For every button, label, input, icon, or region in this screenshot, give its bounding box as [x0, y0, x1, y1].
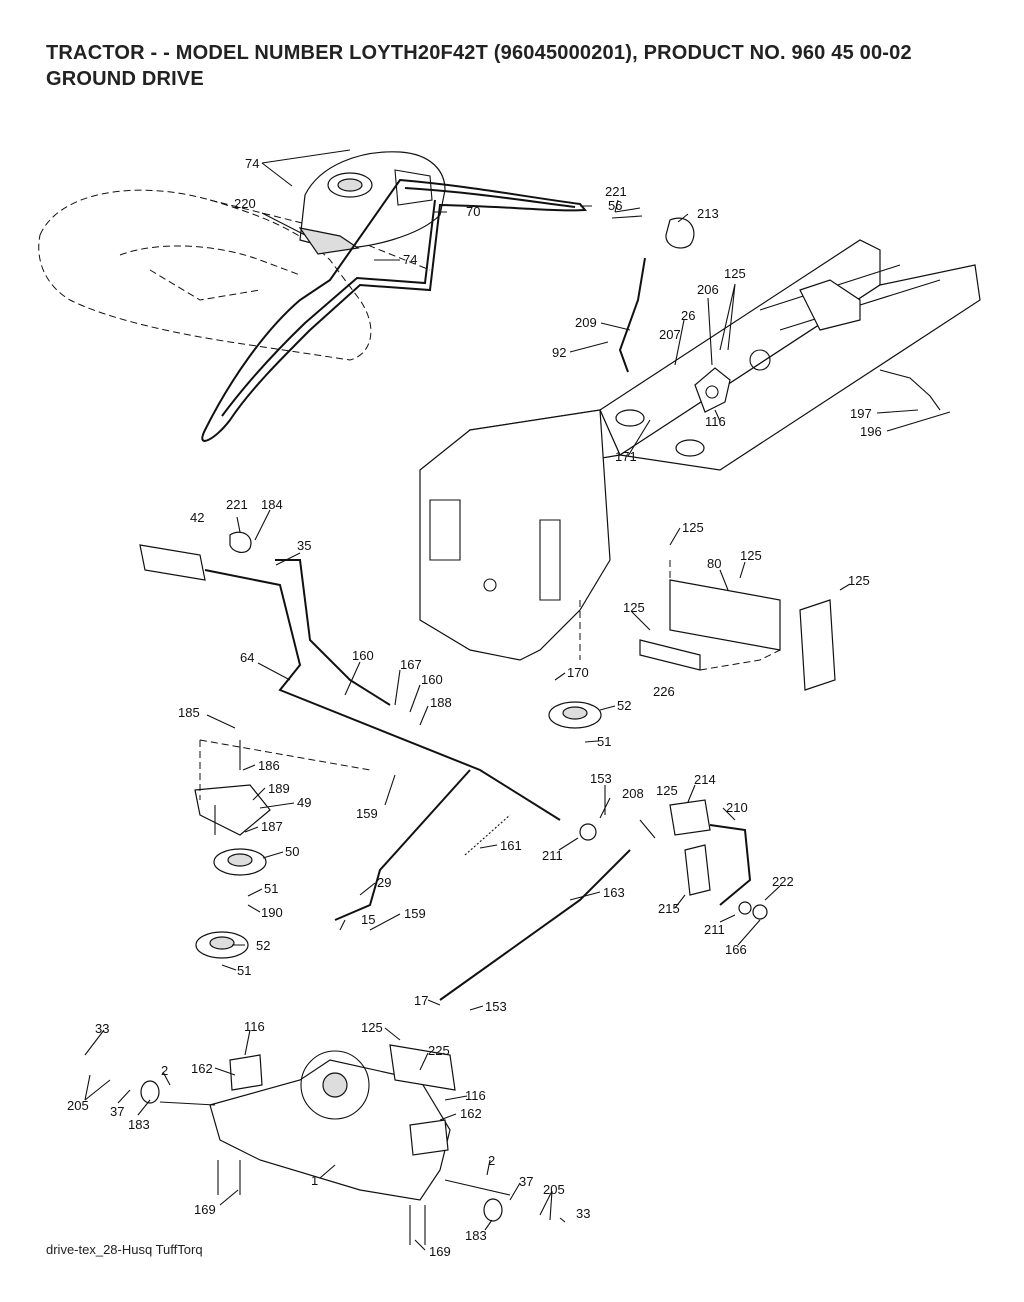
callout-188: 188: [430, 695, 452, 710]
callout-33: 33: [95, 1021, 109, 1036]
brake-pedal: [579, 799, 768, 920]
callout-162: 162: [191, 1061, 213, 1076]
callout-51: 51: [237, 963, 251, 978]
callout-183: 183: [465, 1228, 487, 1243]
callout-222: 222: [772, 874, 794, 889]
callout-167: 167: [400, 657, 422, 672]
callout-33: 33: [576, 1206, 590, 1221]
callout-51: 51: [597, 734, 611, 749]
callout-1: 1: [311, 1173, 318, 1188]
rear-bracket: [579, 560, 836, 691]
callout-205: 205: [543, 1182, 565, 1197]
callout-74: 74: [403, 252, 417, 267]
callout-64: 64: [240, 650, 254, 665]
callout-116: 116: [705, 414, 726, 429]
callout-125: 125: [848, 573, 870, 588]
callout-210: 210: [726, 800, 748, 815]
callout-211: 211: [704, 922, 725, 937]
callout-161: 161: [500, 838, 522, 853]
callout-211: 211: [542, 848, 563, 863]
callout-213: 213: [697, 206, 719, 221]
callout-159: 159: [356, 806, 378, 821]
callout-116: 116: [465, 1088, 486, 1103]
figure-reference: drive-tex_28-Husq TuffTorq: [46, 1242, 203, 1257]
callout-labels: 74 220 70 74 56 221 213 125 206 209 26 2…: [67, 156, 882, 1259]
callout-183: 183: [128, 1117, 150, 1132]
callout-186: 186: [258, 758, 280, 773]
callout-208: 208: [622, 786, 644, 801]
drive-belt: [201, 178, 588, 442]
callout-125: 125: [361, 1020, 383, 1035]
callout-214: 214: [694, 772, 716, 787]
callout-190: 190: [261, 905, 283, 920]
callout-52: 52: [617, 698, 631, 713]
callout-35: 35: [297, 538, 311, 553]
callout-221: 221: [605, 184, 627, 199]
callout-15: 15: [361, 912, 375, 927]
callout-166: 166: [725, 942, 747, 957]
callout-37: 37: [519, 1174, 533, 1189]
callout-185: 185: [178, 705, 200, 720]
callout-163: 163: [603, 885, 625, 900]
callout-215: 215: [658, 901, 680, 916]
callout-29: 29: [377, 875, 391, 890]
callout-74: 74: [245, 156, 259, 171]
callout-220: 220: [234, 196, 256, 211]
brake-shaft: [139, 531, 561, 821]
callout-2: 2: [161, 1063, 168, 1078]
tractor-frame: [419, 239, 981, 661]
leader-lines: [84, 149, 951, 1251]
callout-221: 221: [226, 497, 248, 512]
callout-226: 226: [653, 684, 675, 699]
callout-169: 169: [429, 1244, 451, 1259]
callout-153: 153: [590, 771, 612, 786]
callout-159: 159: [404, 906, 426, 921]
callout-125: 125: [656, 783, 678, 798]
page-title: TRACTOR - - MODEL NUMBER LOYTH20F42T (96…: [46, 42, 912, 64]
callout-170: 170: [567, 665, 589, 680]
callout-125: 125: [724, 266, 746, 281]
callout-37: 37: [110, 1104, 124, 1119]
callout-116: 116: [244, 1019, 265, 1034]
engine-cover: [298, 151, 446, 255]
callout-160: 160: [421, 672, 443, 687]
section-subtitle: GROUND DRIVE: [46, 68, 204, 90]
callout-125: 125: [740, 548, 762, 563]
callout-153: 153: [485, 999, 507, 1014]
callout-80: 80: [707, 556, 721, 571]
idler-assembly: [194, 701, 602, 959]
transaxle: [140, 1044, 511, 1245]
callout-70: 70: [466, 204, 480, 219]
callout-26: 26: [681, 308, 695, 323]
callout-51: 51: [264, 881, 278, 896]
callout-197: 197: [850, 406, 872, 421]
callout-162: 162: [460, 1106, 482, 1121]
callout-56: 56: [608, 198, 622, 213]
callout-205: 205: [67, 1098, 89, 1113]
callout-196: 196: [860, 424, 882, 439]
callout-52: 52: [256, 938, 270, 953]
callout-225: 225: [428, 1043, 450, 1058]
callout-49: 49: [297, 795, 311, 810]
callout-171: 171: [615, 449, 637, 464]
callout-206: 206: [697, 282, 719, 297]
callout-17: 17: [414, 993, 428, 1008]
callout-42: 42: [190, 510, 204, 525]
callout-50: 50: [285, 844, 299, 859]
callout-2: 2: [488, 1153, 495, 1168]
callout-187: 187: [261, 819, 283, 834]
motion-control-lever: [611, 207, 695, 373]
callout-92: 92: [552, 345, 566, 360]
callout-209: 209: [575, 315, 597, 330]
callout-160: 160: [352, 648, 374, 663]
callout-125: 125: [682, 520, 704, 535]
linkage-rods: [334, 769, 631, 1001]
callout-125: 125: [623, 600, 645, 615]
callout-189: 189: [268, 781, 290, 796]
callout-169: 169: [194, 1202, 216, 1217]
callout-184: 184: [261, 497, 283, 512]
callout-207: 207: [659, 327, 681, 342]
pedal-plate: [694, 367, 731, 413]
